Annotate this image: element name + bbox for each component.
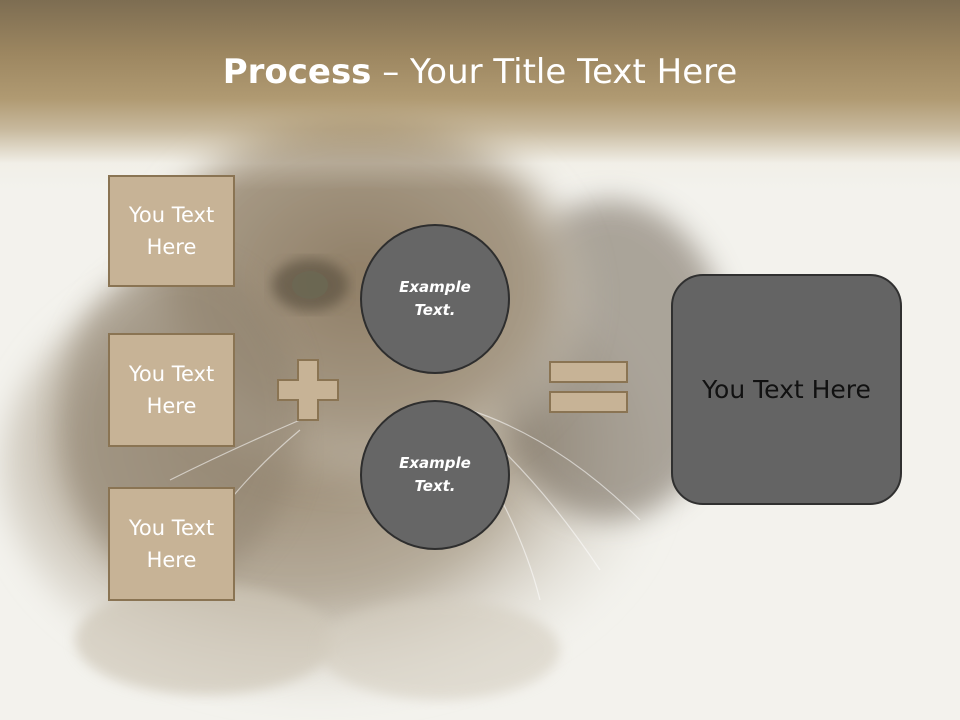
example-circle-text: Example Text. — [399, 454, 471, 495]
equals-icon — [549, 361, 628, 413]
process-step-box-2: You Text Here — [108, 333, 235, 447]
title-rest-text: – Your Title Text Here — [371, 52, 738, 92]
example-circle-2: Example Text. — [360, 400, 510, 550]
process-step-text: You Text Here — [128, 516, 215, 572]
process-step-box-1: You Text Here — [108, 175, 235, 287]
process-step-text: You Text Here — [128, 362, 215, 418]
process-step-text: You Text Here — [128, 203, 215, 259]
example-circle-text: Example Text. — [399, 278, 471, 319]
example-circle-1: Example Text. — [360, 224, 510, 374]
plus-icon — [277, 359, 339, 421]
title-band — [0, 0, 960, 190]
title-bold-text: Process — [222, 52, 372, 92]
slide-title: Process – Your Title Text Here — [0, 52, 960, 92]
result-text: You Text Here — [702, 375, 871, 404]
process-step-box-3: You Text Here — [108, 487, 235, 601]
result-box: You Text Here — [671, 274, 902, 505]
